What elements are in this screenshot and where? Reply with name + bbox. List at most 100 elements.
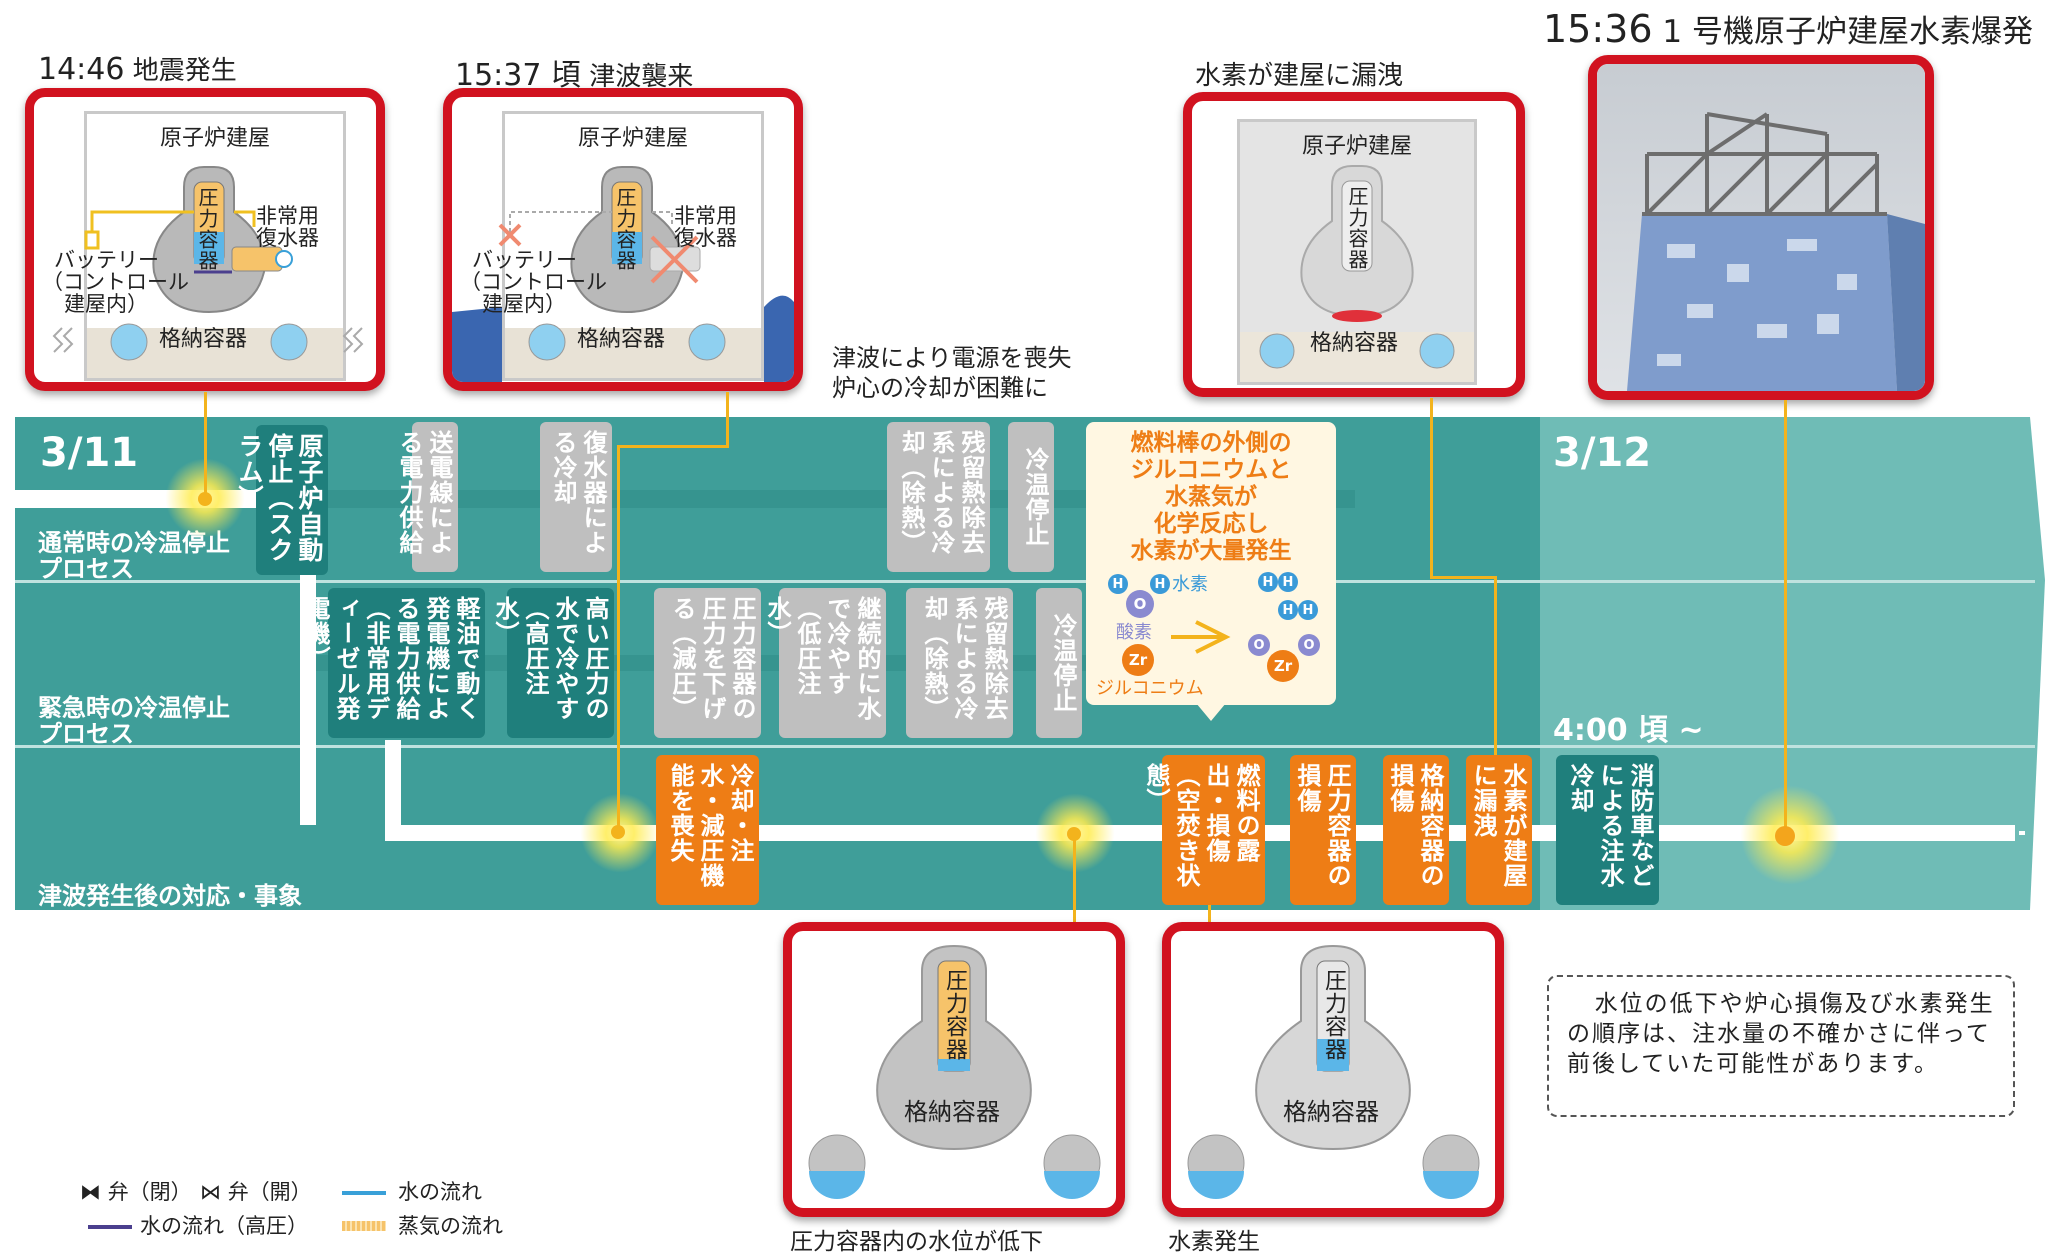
legend-valve-open-label: 弁（開）	[227, 1180, 312, 1204]
condenser-label-2: 復水器	[674, 226, 737, 250]
tsunami-text: 津波襲来	[589, 62, 694, 92]
box-condenser: 復水器による冷却	[540, 422, 612, 572]
reaction-callout: 燃料棒の外側の ジルコニウムと 水蒸気が 化学反応し 水素が大量発生 H O H…	[1086, 422, 1336, 705]
reactor-schematic	[52, 166, 364, 361]
quake-text: 地震発生	[132, 56, 237, 86]
damaged-building-photo	[1597, 64, 1925, 391]
water-flow-high-swatch	[88, 1225, 132, 1229]
pressure-vessel-label: 圧力容器	[613, 187, 637, 271]
explosion-time: 15:36	[1543, 7, 1653, 51]
battery-label-2: （コントロール	[460, 270, 607, 294]
box-fuel-exposure: 燃料の露出・損傷（空焚き状態）	[1142, 755, 1265, 905]
steam-flow-swatch	[342, 1221, 386, 1231]
atom-h: H	[1258, 572, 1278, 592]
battery-label-1: バッテリー	[54, 248, 159, 272]
battery-label-3: 建屋内）	[482, 292, 566, 316]
connector-quake	[204, 392, 207, 500]
hydrogen-caption: 水素発生	[1168, 1229, 1260, 1255]
quake-time: 14:46	[38, 52, 125, 87]
connector-leak-a	[1430, 398, 1433, 578]
containment-label: 格納容器	[904, 1098, 1000, 1126]
reactor-schematic	[1259, 165, 1455, 369]
atom-zr: Zr	[1267, 650, 1299, 682]
box-cold-normal: 冷温停止	[1008, 422, 1054, 572]
battery-label-2: （コントロール	[42, 270, 189, 294]
reaction-line5: 水素が大量発生	[1130, 538, 1292, 564]
connector-dot	[1067, 827, 1081, 841]
connector-leak-c	[1494, 576, 1497, 756]
row-emergency-label: 緊急時の冷温停止 プロセス	[38, 695, 230, 747]
box-cold-emergency: 冷温停止	[1036, 588, 1082, 738]
reactor-building-title: 原子炉建屋	[159, 126, 270, 151]
power-loss-line2: 炉心の冷却が困難に	[832, 374, 1048, 402]
legend-valve-closed: ⧓ 弁（閉）	[80, 1181, 192, 1203]
time-4-00: 4:00 頃 ~	[1553, 713, 1704, 748]
tsunami-caption: 15:37 頃 津波襲来	[455, 50, 693, 94]
pressure-vessel-label: 圧力容器	[1345, 186, 1369, 270]
condenser-label-1: 非常用	[674, 204, 737, 228]
water-low-caption: 圧力容器内の水位が低下	[790, 1229, 1043, 1255]
containment-label: 格納容器	[577, 327, 666, 352]
leak-caption: 水素が建屋に漏洩	[1195, 61, 1404, 91]
box-hydrogen-leak: 水素が建屋に漏洩	[1466, 755, 1532, 905]
callout-pointer	[1196, 703, 1226, 721]
explosion-caption: 15:36 1 号機原子炉建屋水素爆発	[1543, 6, 2033, 51]
explosion-text: 1 号機原子炉建屋水素爆発	[1662, 14, 2033, 50]
panel-hydrogen: 圧力容器 格納容器	[1162, 922, 1504, 1217]
atom-o: O	[1126, 590, 1154, 618]
connector-dot	[611, 825, 625, 839]
box-pcv-damage: 格納容器の損傷	[1383, 755, 1449, 905]
connector-tsunami-c	[617, 445, 620, 830]
row-emergency-line2: プロセス	[38, 720, 134, 748]
legend-steam-flow: 蒸気の流れ	[398, 1214, 503, 1238]
reaction-line4: 化学反応し	[1153, 511, 1269, 537]
atom-zr: Zr	[1122, 644, 1154, 676]
quake-caption: 14:46 地震発生	[38, 50, 237, 87]
zirconium-label: ジルコニウム	[1096, 678, 1204, 699]
containment-label: 格納容器	[1283, 1098, 1379, 1126]
connector-leak-b	[1430, 576, 1497, 579]
box-scram: 原子炉自動停止（スクラム）	[235, 425, 328, 575]
connector-water-low	[1073, 833, 1076, 923]
panel-leak: 原子炉建屋 圧力容器 格納容器	[1183, 92, 1525, 397]
pressure-vessel-label: 圧力容器	[942, 969, 967, 1061]
water-flow-swatch	[342, 1191, 386, 1195]
condenser-label-2: 復水器	[256, 226, 319, 250]
pressure-vessel-label: 圧力容器	[195, 187, 219, 271]
box-diesel: 軽油で動く発電機による電力供給（非常用ディーゼル発電機）	[302, 588, 485, 738]
connector-dot	[198, 492, 212, 506]
uncertainty-note: 水位の低下や炉心損傷及び水素発生の順序は、注水量の不確かさに伴って前後していた可…	[1547, 975, 2015, 1117]
oxygen-label: 酸素	[1116, 622, 1152, 643]
connector-tsunami-a	[726, 392, 729, 447]
legend: ⧓ 弁（閉） ⋈ 弁（開） 水の流れ 水の流れ（高圧） 蒸気の流れ	[80, 1177, 540, 1237]
tsunami-time: 15:37 頃	[455, 58, 581, 93]
atom-h: H	[1298, 600, 1318, 620]
row-normal-line2: プロセス	[38, 555, 134, 583]
battery-label-1: バッテリー	[472, 248, 577, 272]
box-rpv-damage: 圧力容器の損傷	[1290, 755, 1356, 905]
atom-h: H	[1278, 600, 1298, 620]
reactor-building-title: 原子炉建屋	[1301, 134, 1412, 159]
box-firetruck: 消防車などによる注水冷却	[1556, 755, 1659, 905]
containment-label: 格納容器	[1310, 331, 1399, 356]
atom-o: O	[1298, 634, 1320, 656]
atom-o: O	[1248, 634, 1270, 656]
panel-explosion-photo	[1588, 55, 1934, 400]
reaction-line3: 水蒸気が	[1165, 484, 1257, 510]
panel-earthquake: 原子炉建屋 圧力容器 非常用 復水器 バッテリー （コントロール 建屋内） 格納…	[25, 88, 385, 391]
power-loss-line1: 津波により電源を喪失	[832, 344, 1072, 372]
row-tsunami-label: 津波発生後の対応・事象	[38, 882, 302, 910]
atom-h: H	[1150, 574, 1170, 594]
reactor-building-title: 原子炉建屋	[577, 126, 688, 151]
connector-dot	[1775, 826, 1795, 846]
reactor-schematic	[808, 944, 1101, 1199]
connector-explosion	[1784, 400, 1787, 830]
box-rhr-emergency: 残留熱除去系による冷却（除熱）	[906, 588, 1013, 738]
legend-valve-open: ⋈ 弁（開）	[200, 1181, 312, 1203]
box-rhr-normal: 残留熱除去系による冷却（除熱）	[887, 422, 990, 572]
reactor-schematic	[1187, 944, 1480, 1199]
legend-water-flow-high: 水の流れ（高圧）	[140, 1214, 308, 1238]
valve-open-icon: ⋈	[200, 1180, 221, 1204]
box-function-loss: 冷却・注水・減圧機能を喪失	[656, 755, 759, 905]
date-3-11: 3/11	[40, 430, 139, 476]
